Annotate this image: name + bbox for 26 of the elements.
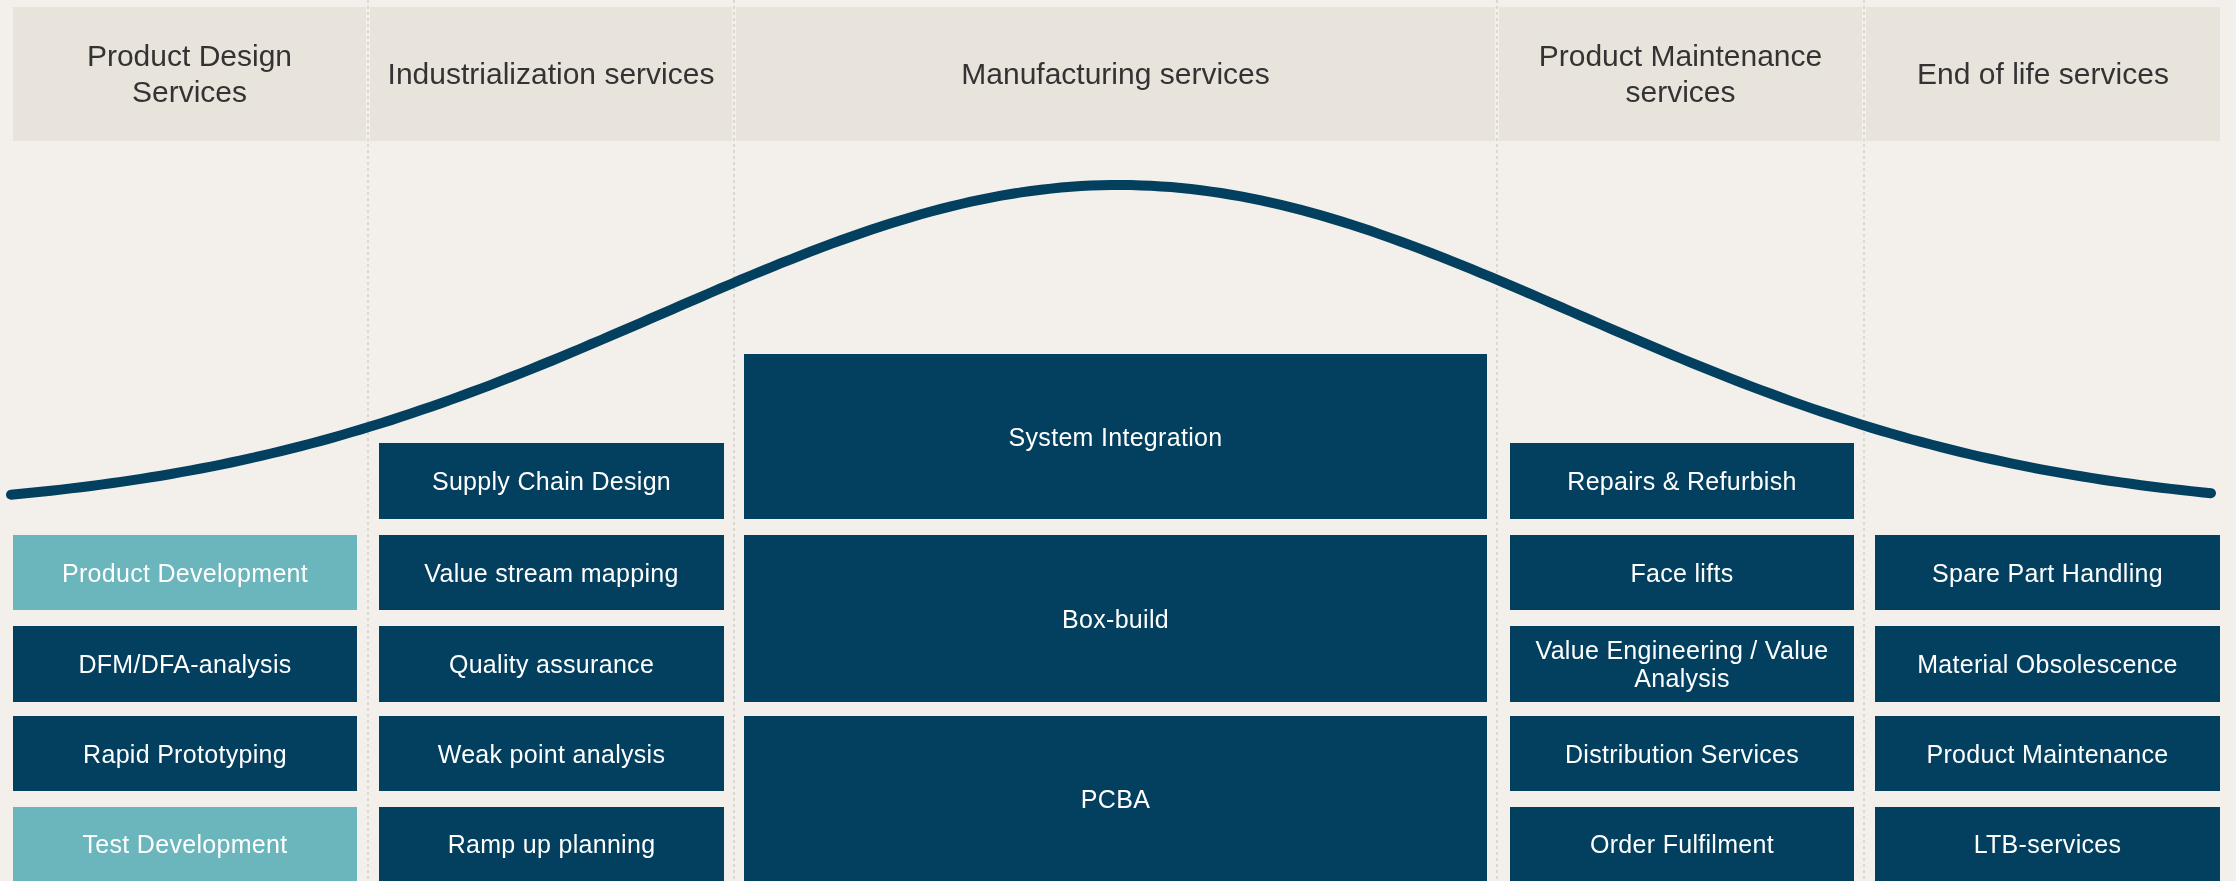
- service-box: PCBA: [744, 716, 1487, 881]
- service-box: Ramp up planning: [379, 807, 724, 881]
- service-box: Value Engineering / Value Analysis: [1510, 626, 1854, 702]
- phase-header: Manufacturing services: [736, 7, 1495, 141]
- service-box: Spare Part Handling: [1875, 535, 2220, 610]
- service-box: DFM/DFA-analysis: [13, 626, 357, 702]
- service-box: Box-build: [744, 535, 1487, 702]
- service-box: System Integration: [744, 354, 1487, 519]
- service-box: Rapid Prototyping: [13, 716, 357, 791]
- service-box: Face lifts: [1510, 535, 1854, 610]
- service-box: Product Maintenance: [1875, 716, 2220, 791]
- service-box: Test Development: [13, 807, 357, 881]
- service-box: Product Development: [13, 535, 357, 610]
- service-box: Quality assurance: [379, 626, 724, 702]
- phase-header: Product Maintenance services: [1499, 7, 1862, 141]
- service-box: LTB-services: [1875, 807, 2220, 881]
- service-box: Order Fulfilment: [1510, 807, 1854, 881]
- service-box: Value stream mapping: [379, 535, 724, 610]
- phase-header: End of life services: [1866, 7, 2220, 141]
- service-box: Material Obsolescence: [1875, 626, 2220, 702]
- service-box: Supply Chain Design: [379, 443, 724, 519]
- service-box: Repairs & Refurbish: [1510, 443, 1854, 519]
- phase-header: Product Design Services: [13, 7, 366, 141]
- service-box: Distribution Services: [1510, 716, 1854, 791]
- service-box: Weak point analysis: [379, 716, 724, 791]
- phase-header: Industrialization services: [370, 7, 732, 141]
